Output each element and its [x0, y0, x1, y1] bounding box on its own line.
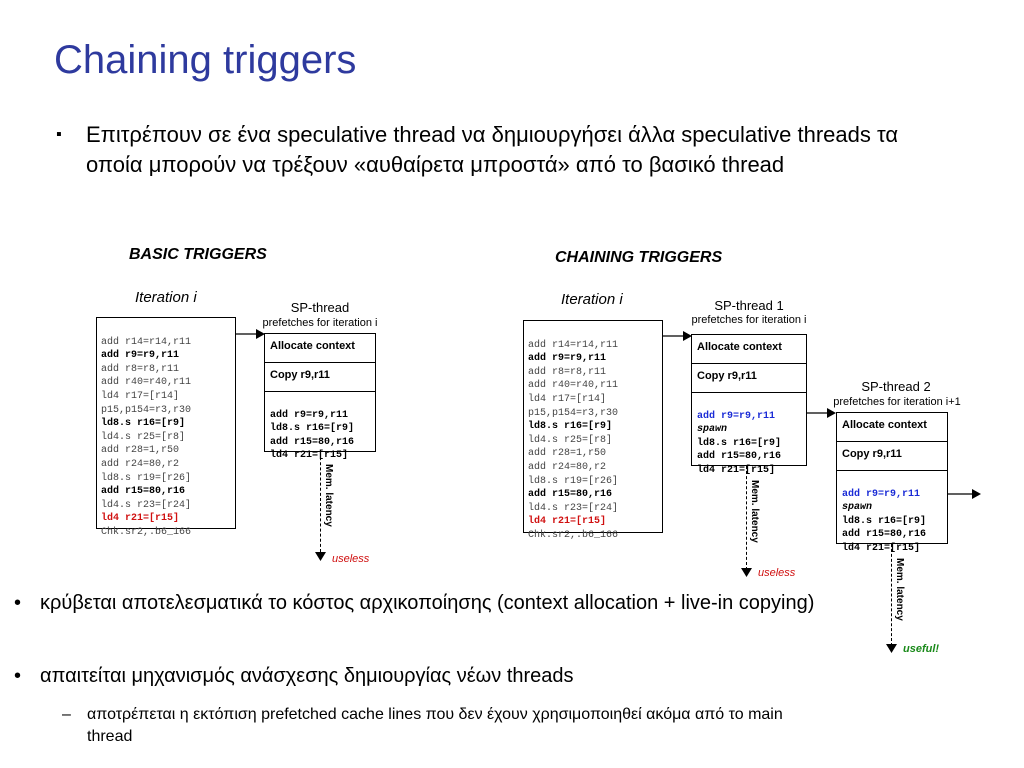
sp-thread-2-title: SP-thread 2 — [861, 379, 931, 394]
basic-mem-latency-label: Mem. latency — [323, 464, 334, 527]
basic-iteration-label: Iteration i — [135, 289, 197, 306]
copy-registers-row: Copy r9,r11 — [837, 442, 947, 471]
sub-bullet-eviction: αποτρέπεται η εκτόπιση prefetched cache … — [87, 706, 783, 745]
code-line: ld8.s r16=[r9] — [842, 515, 927, 527]
spawn-arrow — [948, 489, 981, 499]
sp2-latency-line — [891, 544, 892, 646]
code-line: ld8.s r16=[r9] — [101, 418, 186, 430]
code-line: add r14=r14,r11 — [101, 336, 192, 348]
code-line: add r15=80,r16 — [101, 486, 186, 498]
spawn-arrow — [663, 331, 692, 341]
code-line: add r24=80,r2 — [101, 458, 180, 470]
code-line: ld8.s r19=[r26] — [101, 472, 192, 484]
code-line: add r15=80,r16 — [842, 529, 927, 541]
basic-useless-label: useless — [332, 553, 370, 565]
code-line: add r24=80,r2 — [528, 461, 607, 473]
code-line: p15,p154=r3,r30 — [528, 407, 619, 419]
code-line: add r9=r9,r11 — [101, 350, 180, 362]
code-line: ld4 r21=[r15] — [528, 516, 607, 528]
code-line: add r15=80,r16 — [697, 451, 782, 463]
code-line: Chk.sr2,.b6_166 — [528, 529, 619, 541]
sp-thread-1-title: SP-thread 1 — [714, 298, 784, 313]
sp-thread-1-box: Allocate context Copy r9,r11 add r9=r9,r… — [691, 334, 807, 476]
code-line: ld4.s r25=[r8] — [528, 434, 613, 446]
code-line: spawn — [697, 424, 728, 436]
sp-thread-1-subtitle: prefetches for iteration i — [691, 314, 807, 326]
sp-thread-2-subtitle: prefetches for iteration i+1 — [833, 396, 961, 408]
sp1-latency-line — [746, 466, 747, 570]
bullet-dot-icon: • — [14, 592, 22, 614]
intro-text: Επιτρέπουν σε ένα speculative thread να … — [86, 122, 899, 177]
bullet-throttling: απαιτείται μηχανισμός ανάσχεσης δημιουργ… — [40, 665, 574, 687]
code-line: add r8=r8,r11 — [528, 366, 607, 378]
sp-thread-2-box: Allocate context Copy r9,r11 add r9=r9,r… — [836, 412, 948, 554]
spawn-arrow — [236, 329, 265, 339]
code-line: ld4.s r25=[r8] — [101, 431, 186, 443]
dash-bullet-icon: – — [62, 706, 71, 723]
square-bullet-icon: ▪ — [56, 126, 62, 143]
code-line: add r9=r9,r11 — [270, 409, 349, 421]
code-line: ld4 r21=[r15] — [842, 542, 921, 554]
basic-triggers-heading: BASIC TRIGGERS — [129, 246, 267, 263]
basic-sp-thread-title: SP-thread — [290, 300, 350, 315]
sp-thread-code: add r9=r9,r11 ld8.s r16=[r9]add r15=80,r1… — [265, 392, 375, 466]
code-line: ld4 r17=[r14] — [101, 390, 180, 402]
bullet-dot-icon: • — [14, 665, 22, 687]
down-arrow-icon — [886, 644, 897, 653]
sp2-useful-label: useful! — [903, 643, 940, 655]
code-line: add r15=80,r16 — [528, 489, 613, 501]
code-line: ld4 r21=[r15] — [101, 513, 180, 525]
code-line: spawn — [842, 502, 873, 514]
code-line: add r9=r9,r11 — [842, 488, 921, 500]
code-line: ld4 r21=[r15] — [270, 450, 349, 462]
code-line: add r28=1,r50 — [528, 448, 607, 460]
page-title: Chaining triggers — [54, 38, 357, 82]
chaining-iteration-label: Iteration i — [561, 291, 623, 308]
code-line: ld8.s r16=[r9] — [697, 437, 782, 449]
code-line: add r9=r9,r11 — [528, 353, 607, 365]
code-line: ld8.s r16=[r9] — [528, 421, 613, 433]
allocate-context-row: Allocate context — [837, 413, 947, 442]
code-line: add r40=r40,r11 — [528, 380, 619, 392]
code-line: p15,p154=r3,r30 — [101, 404, 192, 416]
sp1-mem-latency-label: Mem. latency — [749, 480, 760, 543]
code-line: add r9=r9,r11 — [697, 410, 776, 422]
copy-registers-row: Copy r9,r11 — [265, 363, 375, 392]
code-line: ld4 r21=[r15] — [697, 464, 776, 476]
chaining-triggers-heading: CHAINING TRIGGERS — [555, 249, 723, 266]
code-line: ld8.s r19=[r26] — [528, 475, 619, 487]
code-line: ld4.s r23=[r24] — [528, 502, 619, 514]
down-arrow-icon — [315, 552, 326, 561]
code-line: add r40=r40,r11 — [101, 377, 192, 389]
spawn-arrow — [807, 408, 836, 418]
copy-registers-row: Copy r9,r11 — [692, 364, 806, 393]
down-arrow-icon — [741, 568, 752, 577]
allocate-context-row: Allocate context — [692, 335, 806, 364]
code-line: add r28=1,r50 — [101, 445, 180, 457]
code-line: add r15=80,r16 — [270, 436, 355, 448]
code-line: ld8.s r16=[r9] — [270, 423, 355, 435]
code-line: Chk.sr2,.b6_166 — [101, 526, 192, 538]
code-line: add r14=r14,r11 — [528, 339, 619, 351]
code-line: add r8=r8,r11 — [101, 363, 180, 375]
basic-latency-line — [320, 452, 321, 552]
allocate-context-row: Allocate context — [265, 334, 375, 363]
code-line: ld4.s r23=[r24] — [101, 499, 192, 511]
basic-sp-thread-box: Allocate context Copy r9,r11 add r9=r9,r… — [264, 333, 376, 461]
sp1-useless-label: useless — [758, 567, 796, 579]
sp2-mem-latency-label: Mem. latency — [894, 558, 905, 621]
bullet-context-cost: κρύβεται αποτελεσματικά το κόστος αρχικο… — [40, 592, 815, 614]
basic-sp-thread-subtitle: prefetches for iteration i — [262, 317, 378, 329]
code-line: ld4 r17=[r14] — [528, 393, 607, 405]
